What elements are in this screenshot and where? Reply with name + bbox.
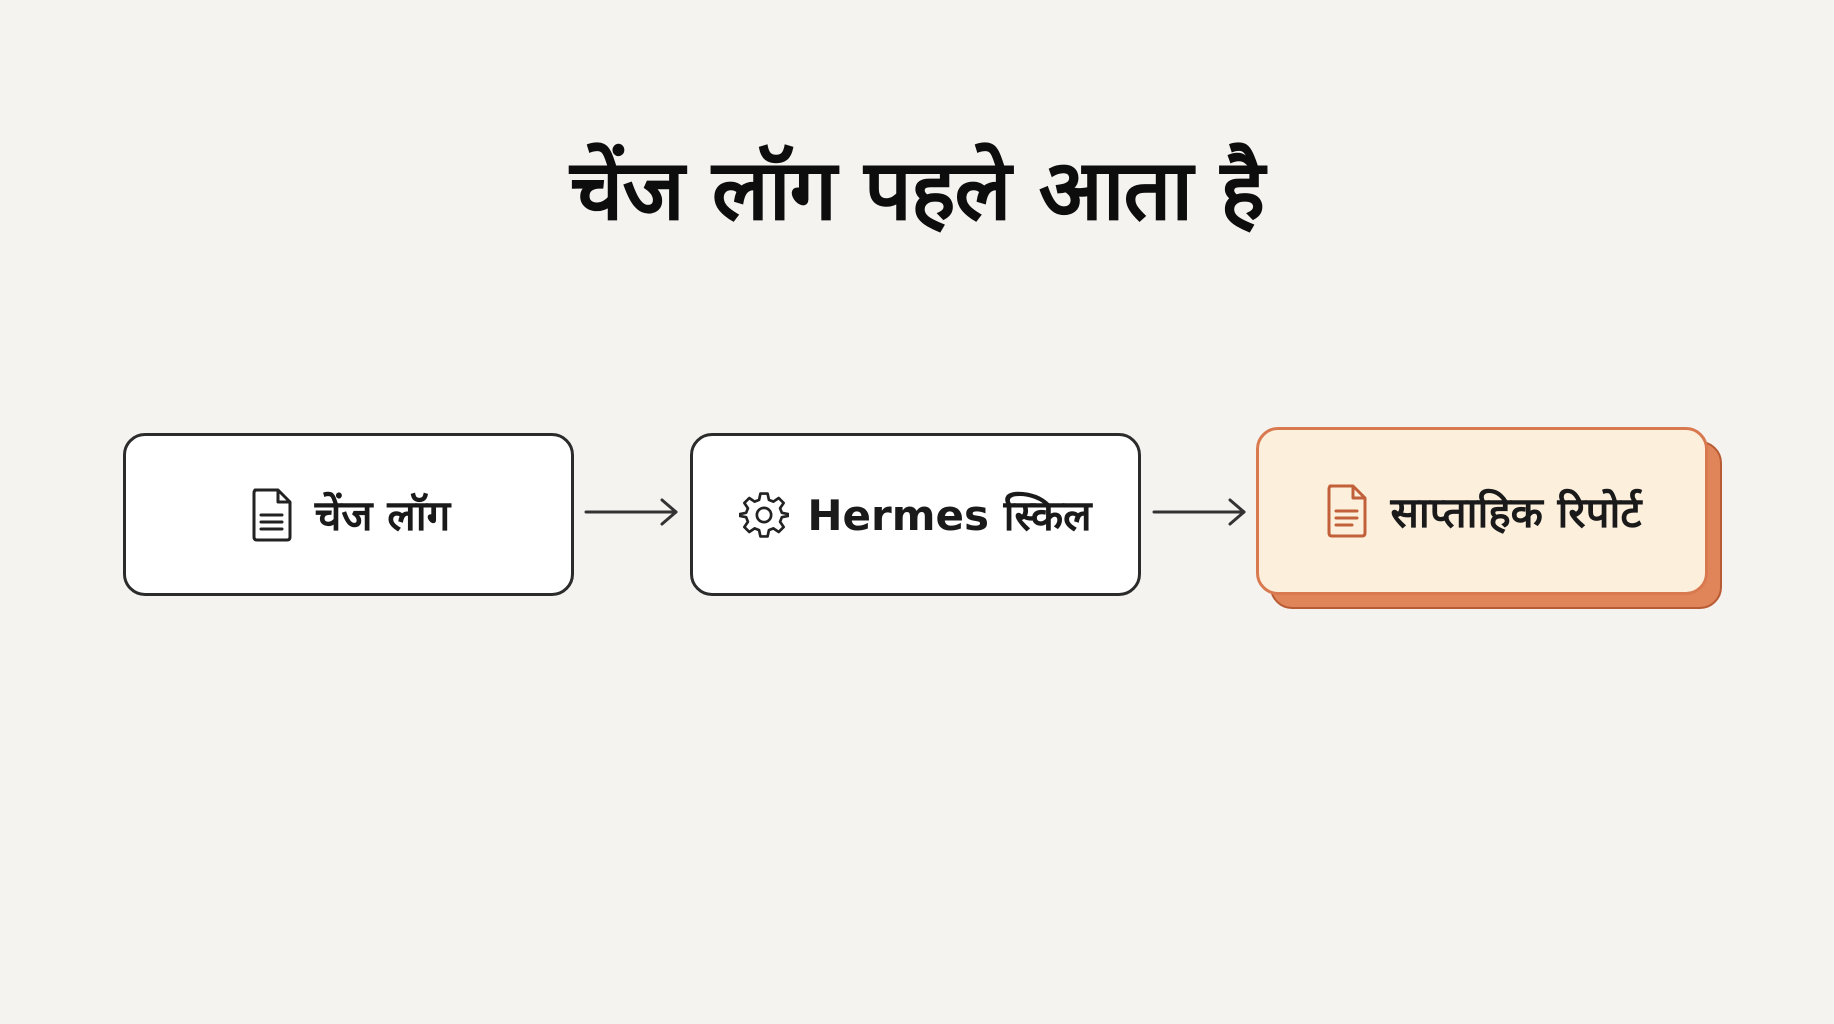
node-label: साप्ताहिक रिपोर्ट: [1390, 487, 1642, 537]
diagram-title: चेंज लॉग पहले आता है: [569, 141, 1265, 239]
document-icon: [1322, 483, 1372, 539]
document-icon: [247, 487, 297, 543]
node-weekly-report: साप्ताहिक रिपोर्ट: [1256, 427, 1708, 595]
node-change-log: चेंज लॉग: [123, 433, 574, 596]
gear-icon: [739, 487, 790, 543]
node-hermes-skill: Hermes स्किल: [690, 433, 1141, 596]
node-label: Hermes स्किल: [807, 491, 1092, 540]
node-label: चेंज लॉग: [314, 491, 451, 540]
arrow-right-icon: [1152, 498, 1246, 526]
arrow-right-icon: [584, 498, 678, 526]
